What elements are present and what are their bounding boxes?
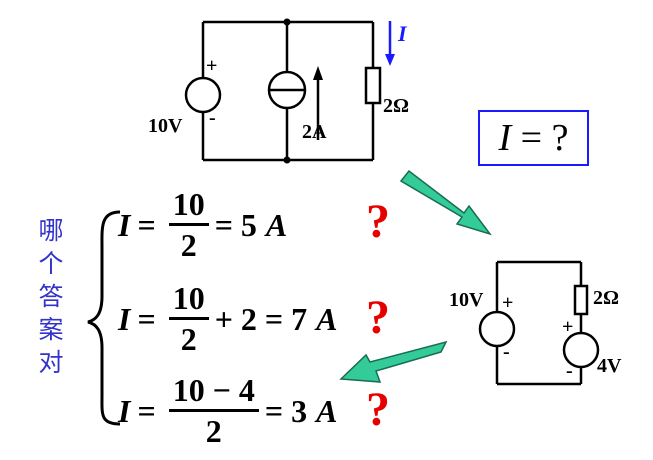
- eq2-fraction: 10 2: [168, 280, 209, 358]
- eq1-tail: = 5: [214, 206, 257, 243]
- eq1-lhs: I: [118, 206, 131, 243]
- eq2-tail: + 2 = 7: [214, 300, 308, 337]
- bottom-voltage-label: 10V: [449, 289, 484, 311]
- current-i-label: I: [397, 21, 408, 46]
- vertical-char: 答: [38, 282, 64, 311]
- bottom-minus-sign-1: -: [503, 341, 510, 363]
- bottom-voltage-source-4v: [562, 331, 600, 369]
- current-i-arrowhead: [385, 54, 395, 66]
- question-box: I = ?: [478, 110, 589, 166]
- top-voltage-label: 10V: [148, 115, 183, 137]
- voltage-source-10v: [184, 76, 222, 114]
- eq1-denominator: 2: [180, 227, 197, 263]
- green-arrow-left: [339, 340, 448, 383]
- eq2-numerator: 10: [168, 280, 209, 320]
- vertical-char: 对: [38, 348, 64, 377]
- eq2-equals: =: [137, 300, 156, 337]
- eq3-equals: =: [137, 392, 156, 429]
- question-mark-2: ?: [366, 291, 390, 344]
- question-rest: = ?: [511, 117, 569, 159]
- curly-brace: [87, 210, 121, 426]
- question-mark-1: ?: [366, 195, 390, 248]
- bottom-resistor-label: 2Ω: [593, 287, 619, 309]
- top-circuit: [184, 20, 382, 162]
- bottom-source2-label: 4V: [597, 355, 622, 377]
- eq3-fraction: 10 − 4 2: [168, 372, 259, 450]
- bottom-node: [283, 156, 291, 164]
- equation-2: I = 10 2 + 2 = 7 A: [118, 280, 338, 358]
- bottom-circuit: [478, 260, 600, 386]
- bottom-resistor-2ohm: [573, 284, 589, 316]
- question-variable: I: [498, 117, 512, 159]
- eq3-lhs: I: [118, 392, 131, 429]
- question-mark-3: ?: [366, 383, 390, 436]
- which-answer-vertical-text: 哪 个 答 案 对: [34, 214, 68, 379]
- eq3-tail: = 3: [264, 392, 308, 429]
- eq2-denominator: 2: [180, 321, 197, 357]
- top-minus-sign: -: [209, 107, 216, 129]
- green-arrow-down-right: [399, 169, 492, 236]
- top-resistor-label: 2Ω: [383, 95, 409, 117]
- eq1-unit: A: [265, 206, 288, 243]
- eq3-denominator: 2: [205, 413, 222, 449]
- vertical-char: 哪: [38, 216, 64, 245]
- vertical-char: 个: [38, 249, 64, 278]
- top-plus-sign: +: [206, 55, 217, 77]
- equation-1: I = 10 2 = 5 A: [118, 186, 287, 264]
- bottom-wire: [495, 260, 583, 386]
- top-node: [283, 18, 291, 26]
- top-current-source-label: 2A: [302, 121, 327, 143]
- eq3-unit: A: [316, 392, 338, 429]
- bottom-plus-sign-2: +: [562, 316, 573, 338]
- source-direction-arrowhead: [313, 66, 323, 80]
- eq1-numerator: 10: [168, 186, 209, 226]
- eq3-numerator: 10 − 4: [168, 372, 259, 412]
- bottom-plus-sign-1: +: [502, 292, 513, 314]
- eq2-lhs: I: [118, 300, 131, 337]
- bottom-voltage-source-10v: [478, 310, 516, 348]
- bottom-minus-sign-2: -: [566, 360, 573, 382]
- equation-3: I = 10 − 4 2 = 3 A: [118, 372, 338, 450]
- resistor-2ohm: [364, 66, 382, 105]
- vertical-char: 案: [38, 315, 64, 344]
- eq2-unit: A: [316, 300, 338, 337]
- eq1-equals: =: [137, 206, 156, 243]
- eq1-fraction: 10 2: [168, 186, 209, 264]
